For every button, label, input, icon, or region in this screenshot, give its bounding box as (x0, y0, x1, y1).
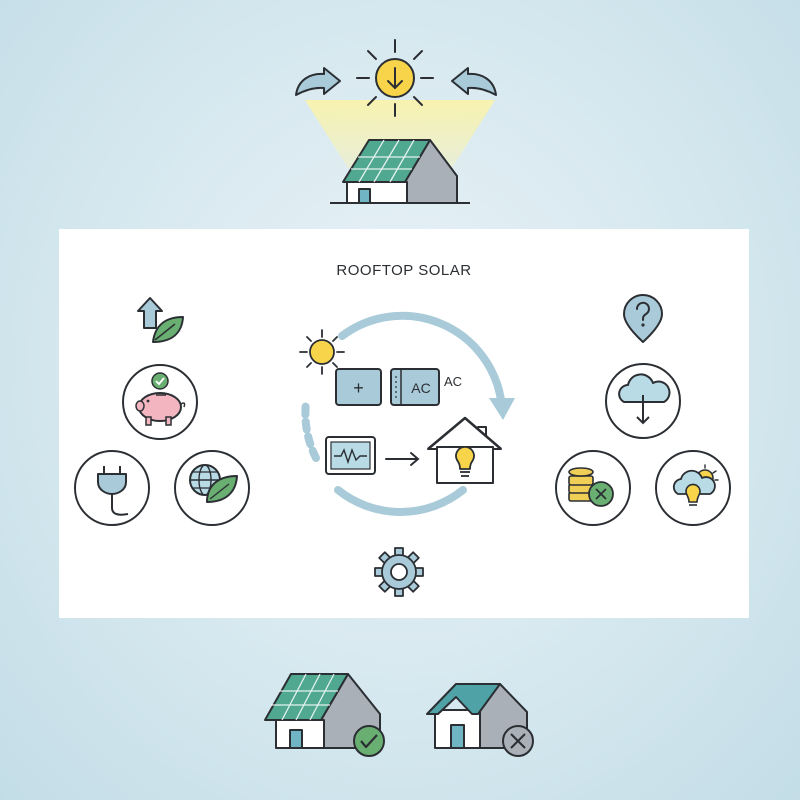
plug-icon (74, 450, 150, 526)
cycle-arrowhead (489, 398, 515, 420)
cycle-arrow-left (301, 398, 320, 462)
sun-icon (356, 39, 434, 117)
ac-output-label: AC (444, 374, 462, 389)
solar-panel-icon: + (335, 368, 382, 406)
house-bulb-icon (427, 416, 502, 484)
gear-icon (374, 547, 424, 597)
coins-x-icon (555, 450, 631, 526)
solar-panel-symbol: + (353, 378, 364, 398)
leaf-icon (152, 316, 184, 343)
question-pin-icon (623, 294, 663, 343)
concerns-group (555, 294, 731, 526)
benefits-group (74, 297, 250, 526)
sun-icon (299, 329, 345, 375)
arrow-left-curved-icon (295, 67, 341, 96)
arrow-up-icon (137, 297, 163, 329)
inverter-label: AC (411, 380, 430, 396)
arrow-right-curved-icon (451, 67, 497, 96)
cycle-arrow-bottom (334, 486, 467, 516)
solar-house-icon (330, 139, 470, 204)
solar-cycle: + AC AC (299, 311, 515, 597)
inverter-icon: AC (390, 368, 440, 406)
cycle-arrow-top (338, 311, 505, 404)
globe-leaf-icon (174, 450, 250, 526)
cloud-download-icon (605, 363, 681, 439)
top-hero (295, 39, 497, 204)
arrow-right-icon (385, 452, 420, 466)
meter-icon (325, 436, 376, 475)
cloud-sun-bulb-icon (655, 450, 731, 526)
solar-house-check-icon (264, 673, 385, 757)
piggy-bank-icon (122, 364, 198, 440)
sunlight-beam (305, 100, 495, 168)
diagram-title: ROOFTOP SOLAR (336, 262, 472, 279)
plain-house-x-icon (426, 683, 534, 757)
